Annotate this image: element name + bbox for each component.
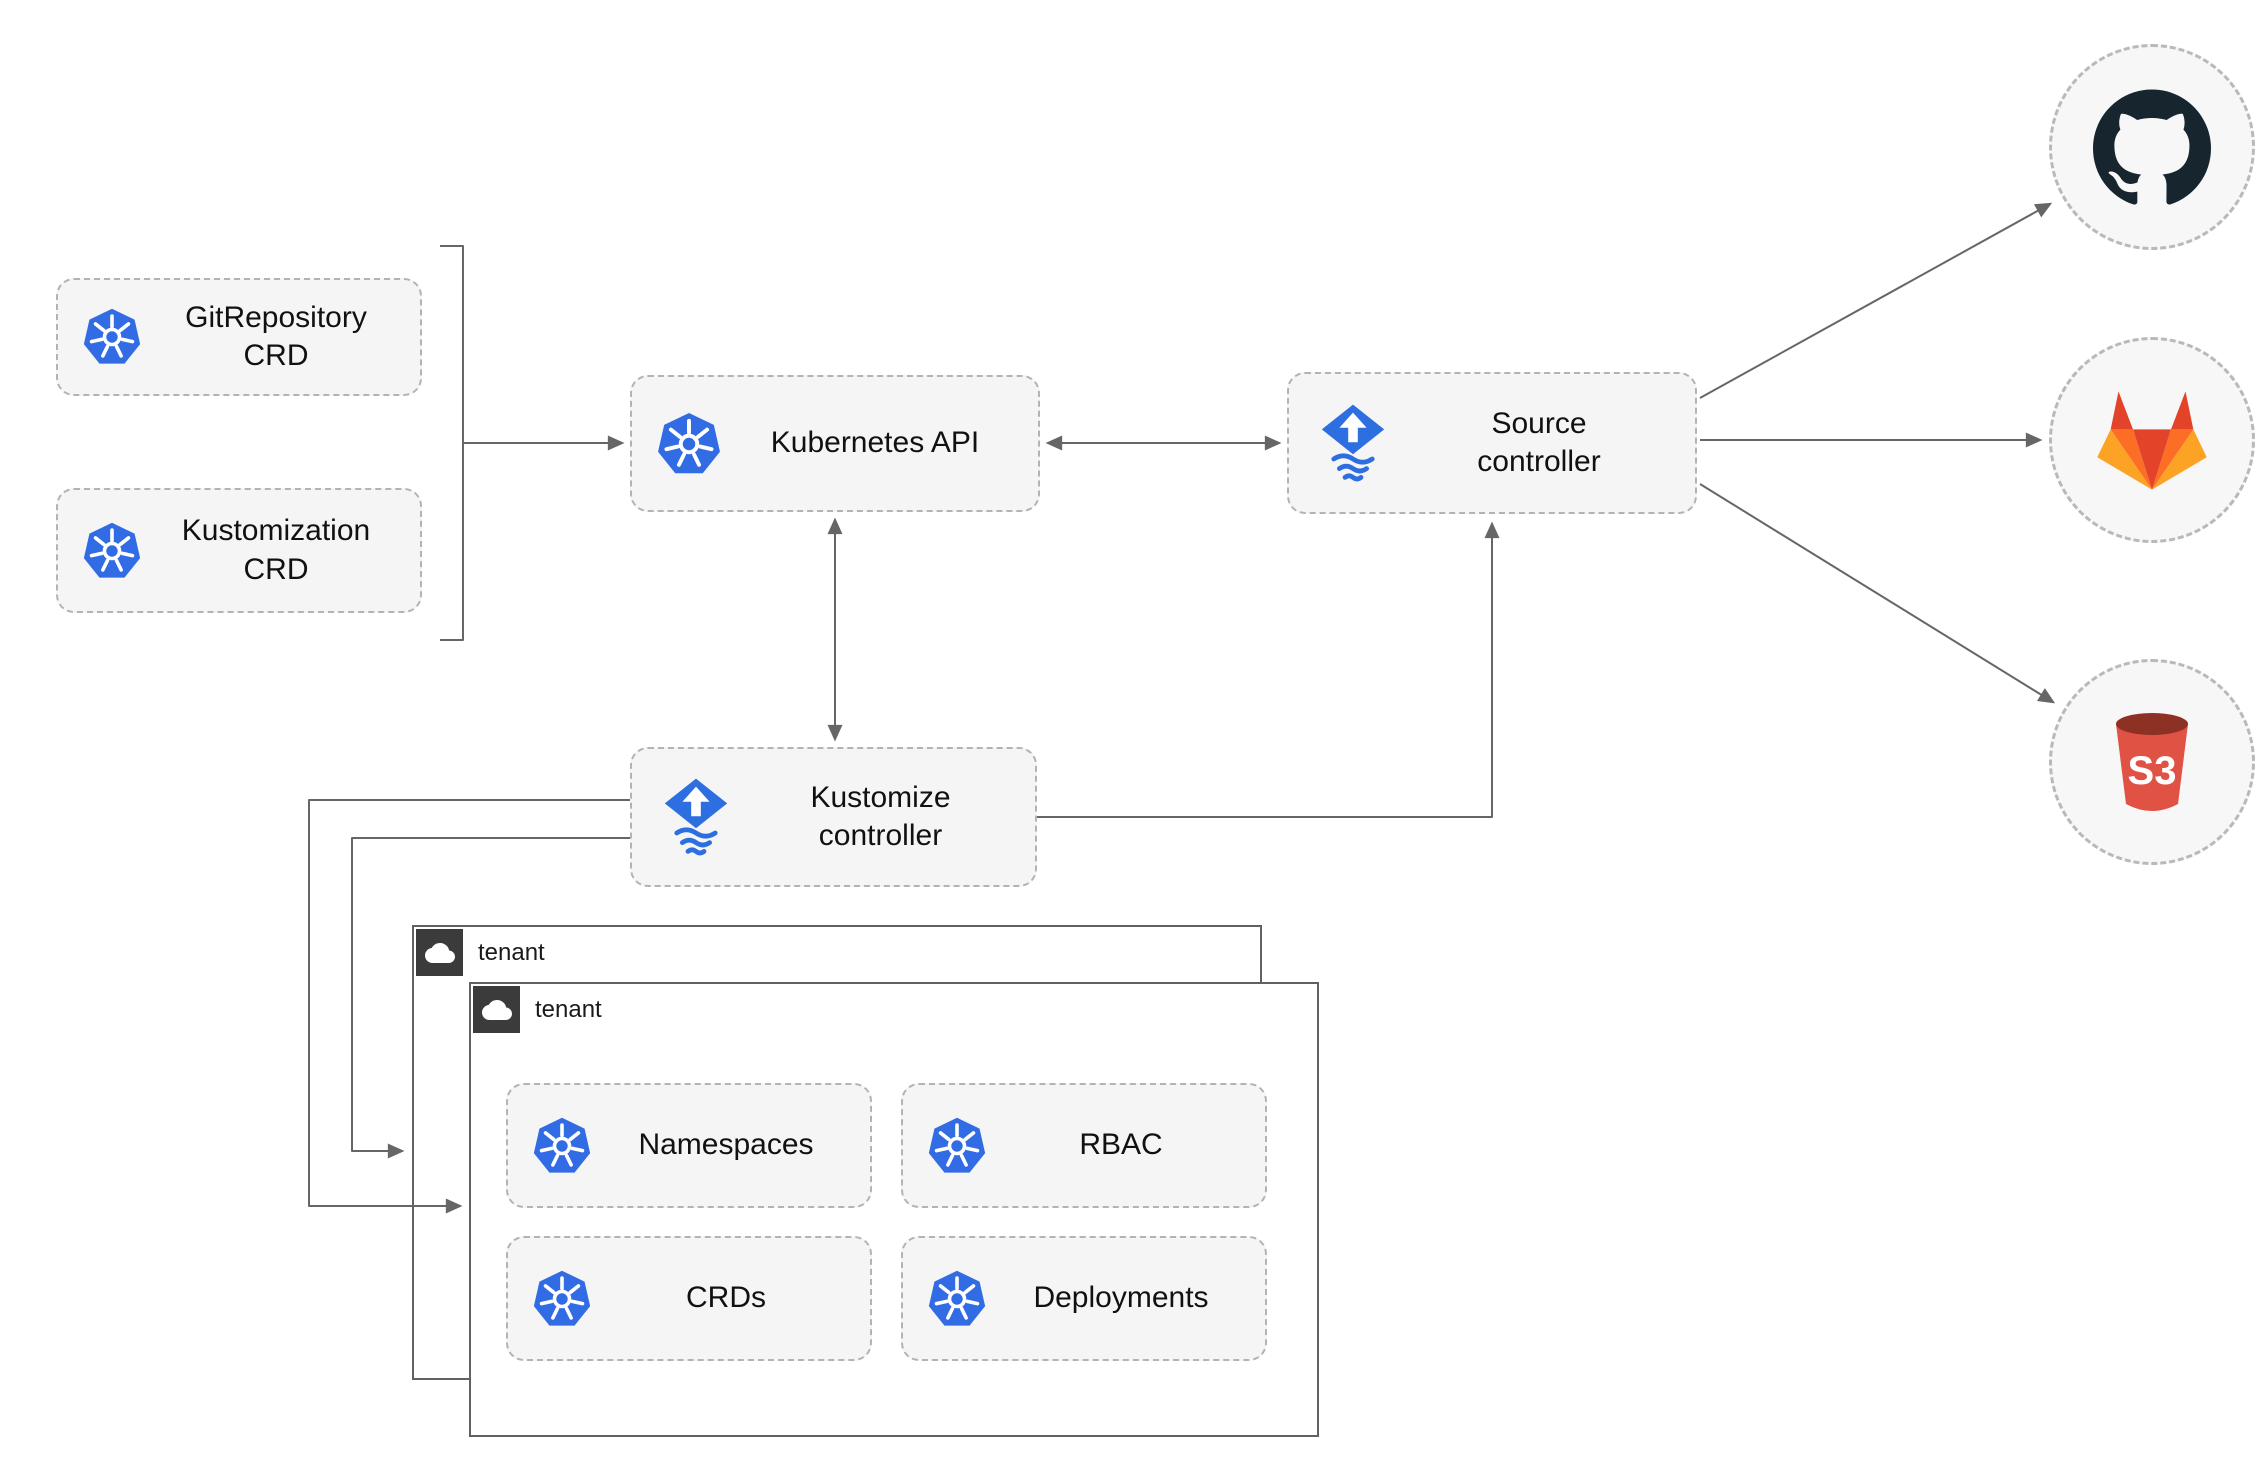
tenant-label: tenant <box>478 938 545 966</box>
node-deployments: Deployments <box>901 1236 1267 1361</box>
cloud-icon <box>424 942 455 963</box>
github-icon <box>2093 89 2211 205</box>
node-crds: CRDs <box>506 1236 872 1361</box>
s3-icon: S3 <box>2116 713 2188 811</box>
tenant-label: tenant <box>535 995 602 1023</box>
tenant-group-front: tenant <box>469 982 1319 1437</box>
flux-icon <box>656 775 736 859</box>
kubernetes-icon <box>656 410 722 475</box>
node-kustomize-controller: Kustomize controller <box>630 747 1037 887</box>
cloud-icon <box>481 999 512 1020</box>
flux-icon <box>1313 401 1393 485</box>
kubernetes-icon <box>532 1268 592 1327</box>
node-label: Kustomization CRD <box>181 514 371 586</box>
node-rbac: RBAC <box>901 1083 1267 1208</box>
node-label: GitRepository CRD <box>185 300 367 372</box>
node-label: Kubernetes API <box>770 426 980 460</box>
kubernetes-icon <box>82 307 142 366</box>
kubernetes-icon <box>927 1115 987 1174</box>
node-gitrepository-crd: GitRepository CRD <box>56 278 422 396</box>
endpoint-github <box>2049 44 2255 250</box>
kubernetes-icon <box>82 520 142 579</box>
node-kustomization-crd: Kustomization CRD <box>56 488 422 613</box>
node-source-controller: Source controller <box>1287 372 1697 514</box>
node-kubernetes-api: Kubernetes API <box>630 375 1040 512</box>
crd-group-bracket <box>440 245 464 641</box>
connector-source-to-github <box>1699 202 2053 399</box>
s3-label: S3 <box>2128 749 2177 793</box>
endpoint-gitlab <box>2049 337 2255 543</box>
kubernetes-icon <box>532 1115 592 1174</box>
node-label: CRDs <box>686 1281 766 1315</box>
connector-kustomize-to-source-controller <box>1037 521 1500 818</box>
node-label: Deployments <box>1033 1281 1209 1315</box>
node-label: Kustomize controller <box>810 780 951 852</box>
gitlab-icon <box>2097 390 2207 490</box>
endpoint-s3: S3 <box>2049 659 2255 865</box>
node-label: Source controller <box>1477 406 1601 478</box>
connector-source-to-s3 <box>1699 483 2056 704</box>
tenant-badge <box>473 986 520 1033</box>
node-label: Namespaces <box>638 1128 814 1162</box>
tenant-badge <box>416 929 463 976</box>
node-namespaces: Namespaces <box>506 1083 872 1208</box>
node-label: RBAC <box>1079 1128 1163 1162</box>
kubernetes-icon <box>927 1268 987 1327</box>
